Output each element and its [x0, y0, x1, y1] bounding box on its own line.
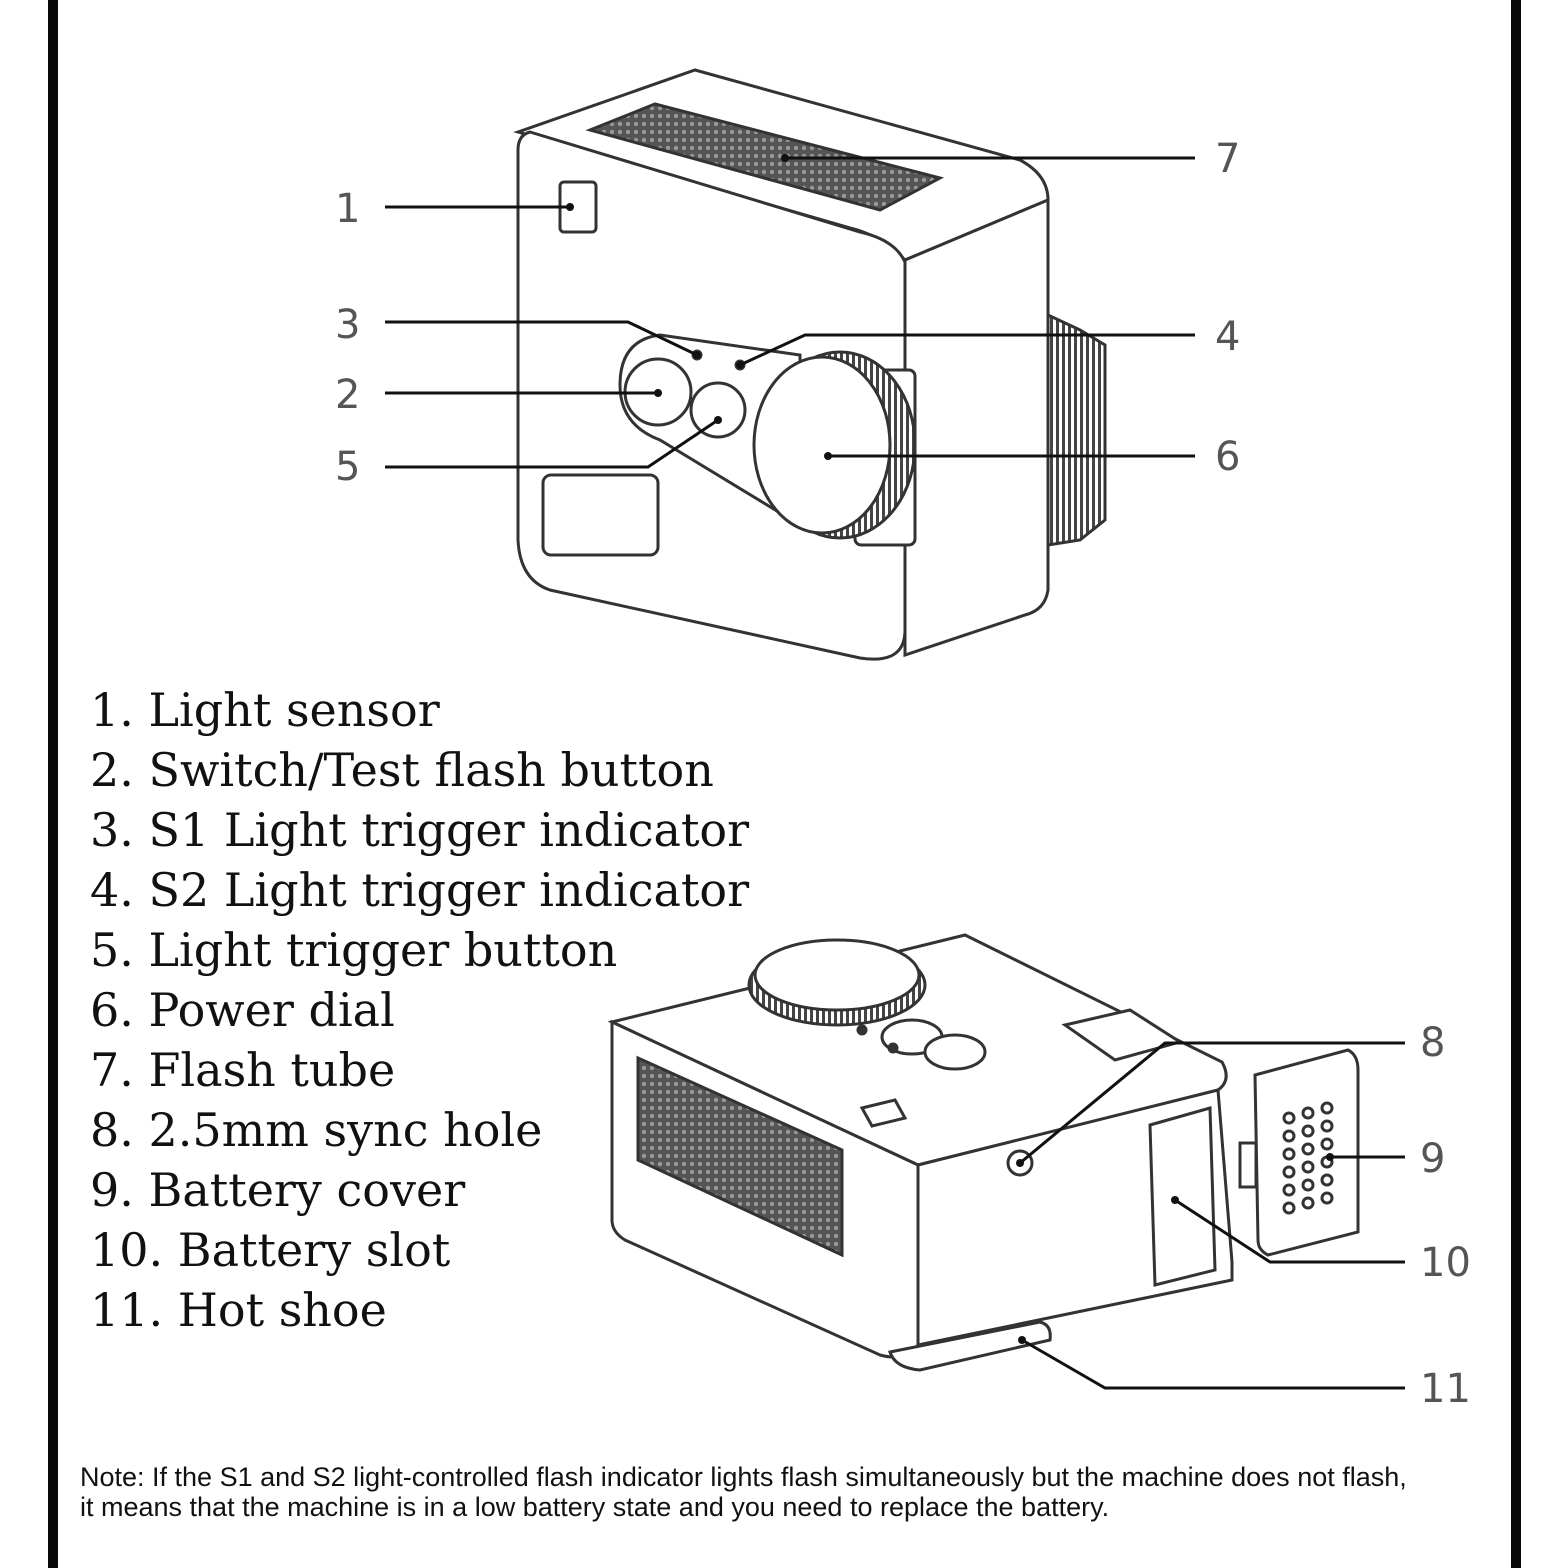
callout-number-2: 2 — [335, 372, 360, 418]
frame-right-border — [1511, 0, 1521, 1568]
callout-number-3: 3 — [335, 302, 360, 348]
rear-flash-tube-window — [636, 1055, 844, 1258]
legend-item-7: 7. Flash tube — [90, 1043, 396, 1097]
callout-number-8: 8 — [1420, 1020, 1445, 1066]
upper-callout-lines — [385, 156, 1195, 469]
legend-item-11: 11. Hot shoe — [90, 1283, 387, 1337]
lower-callout-dots — [1016, 1153, 1334, 1344]
callout-number-1: 1 — [335, 186, 360, 232]
legend-item-5: 5. Light trigger button — [90, 923, 618, 977]
frame-left-border — [48, 0, 58, 1568]
legend-item-10: 10. Battery slot — [90, 1223, 451, 1277]
legend-item-3: 3. S1 Light trigger indicator — [90, 803, 750, 857]
legend-item-1: 1. Light sensor — [90, 683, 440, 737]
battery-note: Note: If the S1 and S2 light-controlled … — [80, 1462, 1500, 1522]
lower-callout-lines — [1019, 1041, 1405, 1390]
callout-number-11: 11 — [1420, 1366, 1471, 1412]
upper-callout-dots — [566, 154, 832, 460]
callout-number-6: 6 — [1215, 434, 1240, 480]
note-line-1: Note: If the S1 and S2 light-controlled … — [80, 1462, 1407, 1492]
battery-cover-latch — [1238, 1141, 1258, 1189]
callout-number-10: 10 — [1420, 1240, 1471, 1286]
rear-dial-face — [753, 938, 921, 1012]
rear-button-2 — [923, 1033, 987, 1071]
rear-indicator-1 — [856, 1024, 868, 1036]
legend-item-9: 9. Battery cover — [90, 1163, 466, 1217]
legend-item-2: 2. Switch/Test flash button — [90, 743, 714, 797]
power-dial-face — [752, 355, 892, 535]
hot-shoe-plate — [888, 1320, 1052, 1372]
flash-front-view — [513, 68, 1107, 661]
light-trigger-button — [689, 381, 747, 439]
callout-number-4: 4 — [1215, 314, 1240, 360]
rear-sensor-window — [859, 1098, 908, 1128]
legend-item-8: 8. 2.5mm sync hole — [90, 1103, 543, 1157]
rear-indicator-2 — [887, 1042, 899, 1054]
callout-number-5: 5 — [335, 444, 360, 490]
label-window — [541, 473, 660, 557]
callout-number-9: 9 — [1420, 1136, 1445, 1182]
parts-legend: 1. Light sensor 2. Switch/Test flash but… — [90, 680, 749, 1340]
note-line-2: it means that the machine is in a low ba… — [80, 1492, 1110, 1522]
callout-number-7: 7 — [1215, 136, 1240, 182]
battery-cover-grip-dots — [1282, 1101, 1334, 1215]
legend-item-6: 6. Power dial — [90, 983, 395, 1037]
flash-tube-window — [585, 102, 945, 212]
flash-side-face — [903, 197, 1050, 658]
battery-slot-opening — [1148, 1106, 1217, 1287]
side-wheel — [1046, 312, 1107, 547]
legend-item-4: 4. S2 Light trigger indicator — [90, 863, 750, 917]
flash-rear-view — [607, 933, 1360, 1372]
